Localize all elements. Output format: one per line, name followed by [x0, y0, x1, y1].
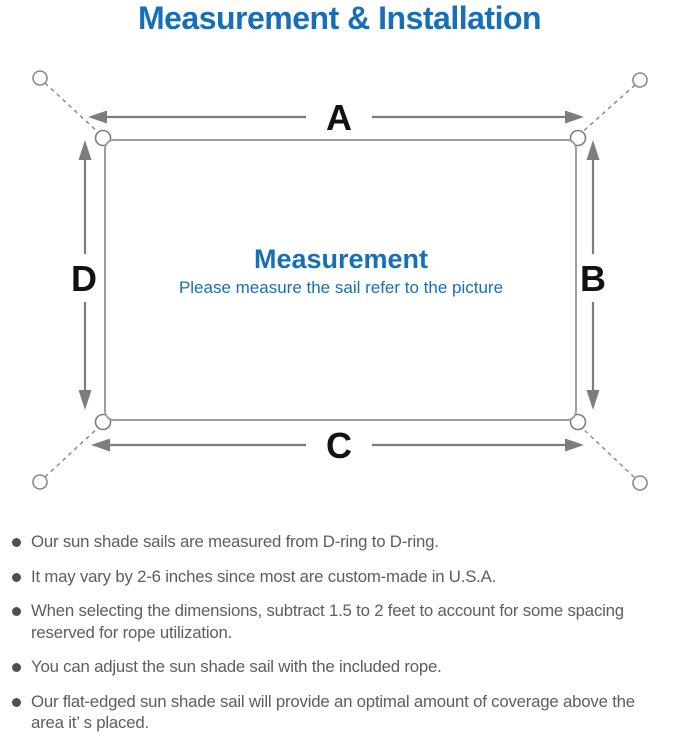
anchor-ring-bottom-left-icon	[32, 474, 48, 490]
list-item: Our sun shade sails are measured from D-…	[10, 531, 675, 553]
diagram-heading: Measurement	[254, 244, 428, 274]
side-label-d: D	[71, 258, 97, 299]
arrowhead-b-down-icon	[586, 390, 600, 410]
list-item: It may vary by 2-6 inches since most are…	[10, 566, 675, 588]
note-text: It may vary by 2-6 inches since most are…	[31, 566, 497, 586]
side-label-a: A	[326, 97, 352, 138]
note-text: You can adjust the sun shade sail with t…	[31, 657, 442, 676]
bullet-icon	[12, 607, 21, 616]
list-item: When selecting the dimensions, subtract …	[10, 600, 675, 643]
bullet-icon	[12, 663, 21, 672]
list-item: Our flat-edged sun shade sail will provi…	[10, 691, 675, 734]
arrowhead-left-icon	[88, 110, 107, 124]
anchor-ring-top-left-icon	[32, 70, 48, 86]
rope-line-top-left	[44, 82, 102, 136]
bullet-icon	[12, 697, 21, 707]
d-ring-top-left-icon	[94, 129, 112, 147]
arrowhead-bottom-right-icon	[565, 438, 584, 452]
anchor-ring-top-right-icon	[632, 72, 648, 88]
page-title: Measurement & Installation	[137, 0, 542, 36]
d-ring-bottom-right-icon	[569, 413, 587, 431]
arrowhead-right-icon	[565, 110, 584, 124]
notes-list: Our sun shade sails are measured from D-…	[10, 531, 675, 739]
note-text: When selecting the dimensions, subtract …	[31, 601, 624, 642]
arrowhead-d-up-icon	[78, 140, 92, 160]
arrowhead-bottom-left-icon	[91, 438, 110, 452]
bullet-icon	[12, 538, 21, 547]
arrowhead-b-up-icon	[586, 140, 600, 160]
sail-outline	[104, 139, 577, 421]
note-text: Our sun shade sails are measured from D-…	[31, 532, 439, 551]
d-ring-bottom-left-icon	[94, 413, 112, 431]
rope-line-bottom-right	[578, 424, 636, 479]
bullet-icon	[12, 572, 21, 582]
rope-line-bottom-left	[44, 424, 102, 478]
anchor-ring-bottom-right-icon	[632, 475, 648, 491]
side-label-c: C	[326, 425, 352, 466]
note-text: Our flat-edged sun shade sail will provi…	[31, 691, 635, 733]
arrowhead-d-down-icon	[78, 390, 92, 410]
list-item: You can adjust the sun shade sail with t…	[10, 656, 675, 678]
diagram-subheading: Please measure the sail refer to the pic…	[179, 278, 503, 297]
side-label-b: B	[580, 258, 606, 299]
measurement-diagram: A C D B Measurement Please measure the s…	[32, 70, 648, 491]
d-ring-top-right-icon	[569, 129, 587, 147]
rope-line-top-right	[578, 84, 636, 136]
